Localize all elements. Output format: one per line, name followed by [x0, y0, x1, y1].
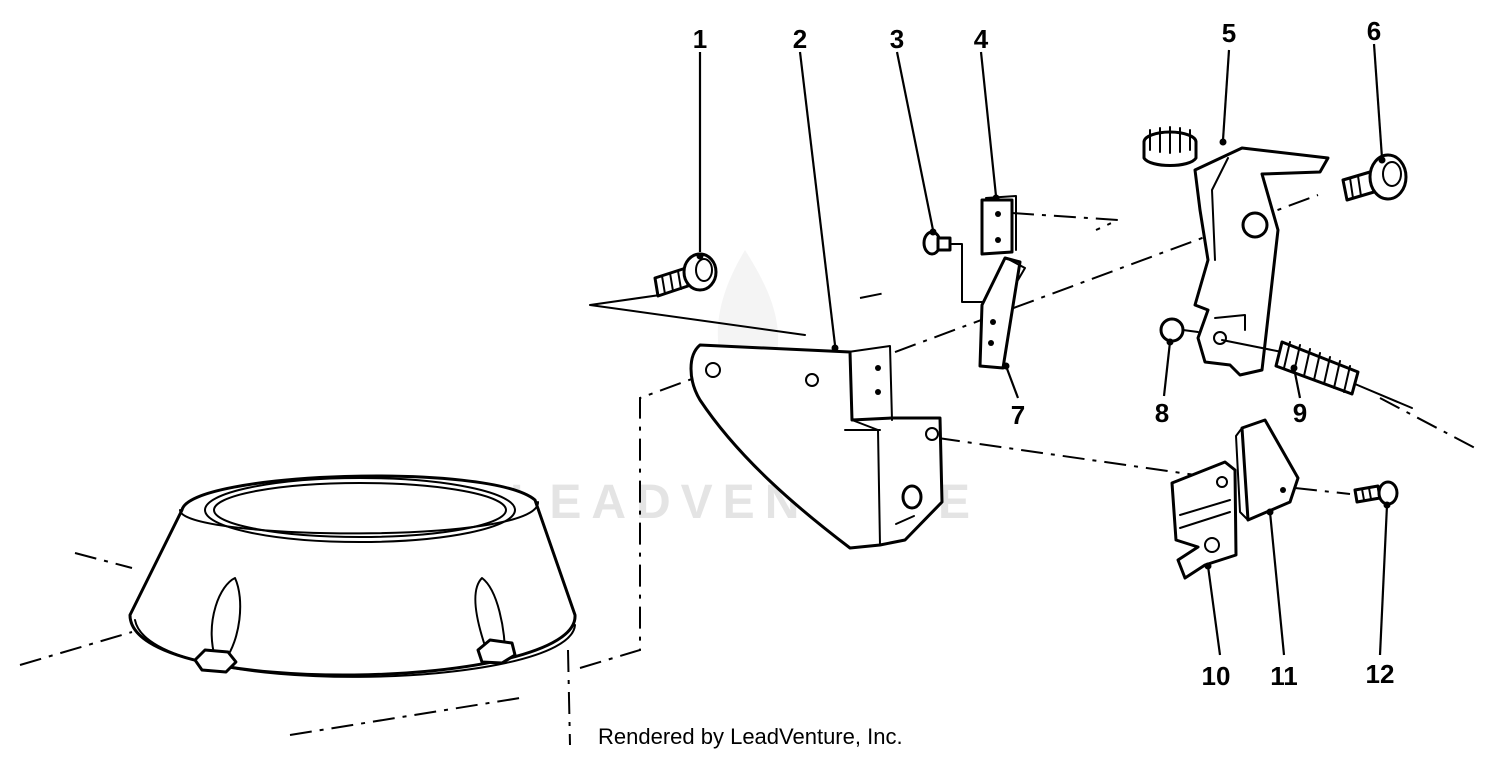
callout-1: 1 [693, 24, 707, 54]
part-12-screw [1353, 480, 1399, 506]
callout-2: 2 [793, 24, 807, 54]
part-6-shoulder-screw [1341, 153, 1408, 202]
part-4-link-plate [980, 195, 1017, 256]
engine-blower-housing [128, 474, 577, 678]
rendered-by-footer: Rendered by LeadVenture, Inc. [598, 724, 903, 749]
callout-10: 10 [1202, 661, 1231, 691]
part-2-control-bracket [689, 343, 944, 550]
leader-lines [696, 43, 1391, 656]
part-11-cover-plate [1235, 418, 1300, 522]
callout-9: 9 [1293, 398, 1307, 428]
part-1-screw [653, 252, 718, 298]
callout-12: 12 [1366, 659, 1395, 689]
callout-3: 3 [890, 24, 904, 54]
part-7-link-lever [978, 256, 1026, 370]
part-8-ball [1159, 317, 1199, 343]
callout-labels: 1 2 3 4 5 6 7 8 9 10 11 12 [693, 16, 1395, 691]
callout-8: 8 [1155, 398, 1169, 428]
center-lines [19, 194, 1476, 746]
part-9-cable-spring [1221, 339, 1413, 409]
part-3-pin [922, 230, 986, 303]
callout-4: 4 [974, 24, 989, 54]
callout-5: 5 [1222, 18, 1236, 48]
part-10-cable-clamp [1170, 460, 1238, 580]
callout-11: 11 [1270, 661, 1298, 691]
callout-7: 7 [1011, 400, 1025, 430]
mounting-plane-line [589, 294, 806, 336]
part-5-throttle-lever [1142, 126, 1330, 377]
callout-6: 6 [1367, 16, 1381, 46]
